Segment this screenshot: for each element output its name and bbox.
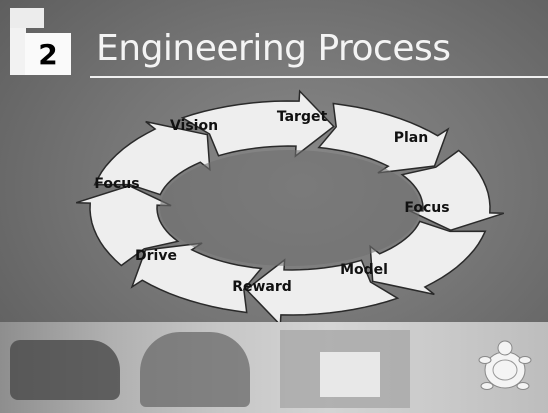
photo-collage-strip [0, 322, 548, 413]
slide-number: 2 [25, 33, 71, 75]
step-label-target: Target [277, 109, 328, 125]
title-underline [90, 76, 548, 78]
screen-photo [320, 352, 380, 397]
step-label-drive: Drive [135, 248, 177, 264]
vehicle-photo [10, 340, 120, 400]
step-label-reward: Reward [232, 279, 292, 295]
cycle-center [160, 150, 420, 266]
step-label-model: Model [340, 262, 388, 278]
people-photo [140, 332, 250, 407]
step-label-focus-left: Focus [94, 176, 139, 192]
step-label-focus-right: Focus [404, 200, 449, 216]
process-cycle-diagram: Target Plan Focus Model Reward Drive Foc… [75, 89, 505, 322]
step-label-vision: Vision [170, 118, 218, 134]
turtle-logo-icon [476, 336, 534, 398]
corner-accent-top [10, 8, 44, 28]
step-label-plan: Plan [394, 130, 428, 146]
slide-title: Engineering Process [96, 28, 451, 69]
